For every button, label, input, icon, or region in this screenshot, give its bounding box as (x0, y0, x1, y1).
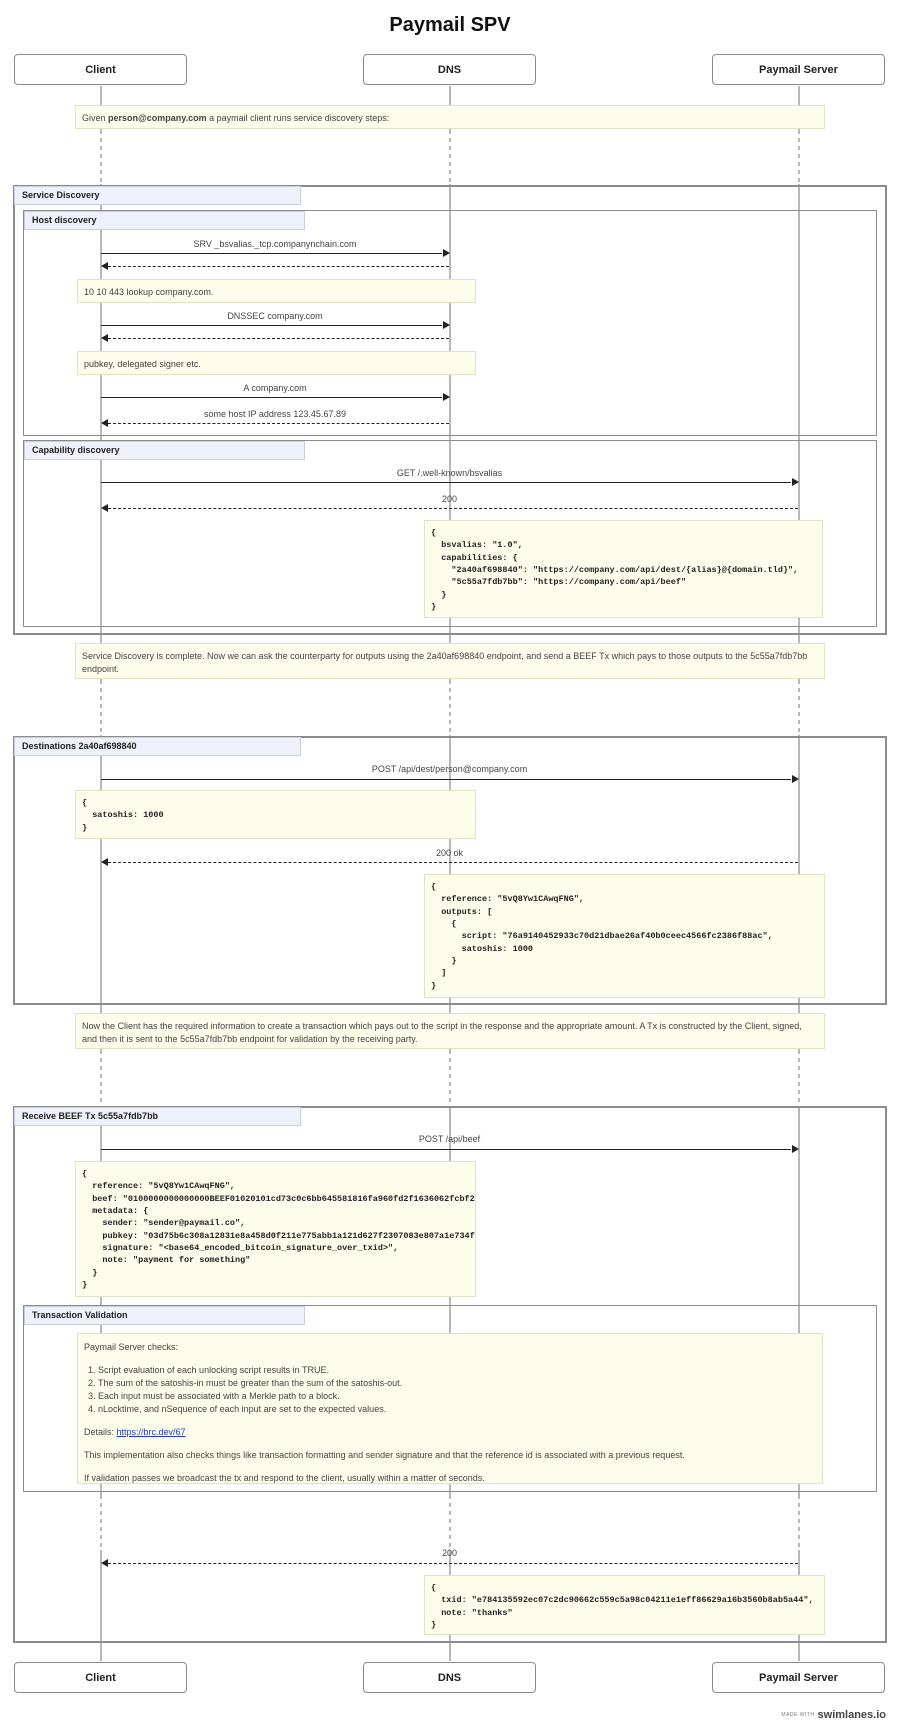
group-host-discovery (23, 210, 877, 436)
arrow-dnssec (101, 325, 442, 326)
group-label-transaction-validation: Transaction Validation (24, 1306, 305, 1325)
group-transaction-validation (23, 1305, 877, 1492)
actor-paymail-server-bottom: Paymail Server (712, 1662, 885, 1693)
arrow-a-record (101, 397, 442, 398)
message-srv-label: SRV _bsvalias._tcp.companynchain.com (193, 239, 357, 249)
message-final-200-label: 200 (441, 1548, 458, 1558)
validation-details-label: Details: (84, 1427, 117, 1438)
group-label-service-discovery: Service Discovery (14, 186, 301, 205)
actor-client-top: Client (14, 54, 187, 85)
lifeline-gap (798, 130, 800, 184)
lifeline-gap (449, 1495, 451, 1550)
diagram-title: Paymail SPV (389, 14, 511, 36)
message-host-ip-label: some host IP address 123.45.67.89 (204, 409, 346, 419)
lifeline-server-solid (798, 86, 800, 1661)
lifeline-gap (100, 1050, 102, 1106)
made-with-label: MADE WITH (781, 1712, 815, 1719)
arrow-srv-return (108, 266, 449, 267)
validation-item: Each input must be associated with a Mer… (98, 1390, 816, 1403)
lifeline-client-solid (100, 86, 102, 1661)
arrow-srv (101, 253, 442, 254)
validation-checklist: Script evaluation of each unlocking scri… (84, 1364, 816, 1416)
arrowhead-srv (443, 249, 450, 257)
group-capability-discovery (23, 440, 877, 627)
arrowhead-host-ip-return (101, 419, 108, 427)
arrowhead-final-200-return (101, 1559, 108, 1567)
lifeline-gap (100, 680, 102, 735)
actor-dns-bottom: DNS (363, 1662, 536, 1693)
lifeline-gap (798, 1050, 800, 1106)
arrowhead-200-return (101, 504, 108, 512)
validation-heading: Paymail Server checks: (84, 1342, 179, 1352)
note-beef-request-json: { reference: "5vQ8Yw1CAwqFNG", beef: "01… (75, 1161, 476, 1297)
arrowhead-srv-return (101, 262, 108, 270)
lifeline-gap (449, 1050, 451, 1106)
note-intro: Given person@company.com a paymail clien… (75, 105, 825, 129)
arrow-200-ok-return (108, 862, 798, 863)
arrowhead-post-dest (792, 775, 799, 783)
validation-item: The sum of the satoshis-in must be great… (98, 1377, 816, 1390)
arrowhead-post-beef (792, 1145, 799, 1153)
note-final-response-json: { txid: "e784135592ec07c2dc90662c559c5a9… (424, 1575, 825, 1635)
validation-item: Script evaluation of each unlocking scri… (98, 1364, 816, 1377)
arrow-dnssec-return (108, 338, 449, 339)
note-client-has-info: Now the Client has the required informat… (75, 1013, 825, 1049)
validation-item: nLocktime, and nSequence of each input a… (98, 1403, 816, 1416)
message-200-ok-label: 200 ok (435, 848, 464, 858)
lifeline-dns-solid (449, 86, 451, 1661)
group-label-capability-discovery: Capability discovery (24, 441, 305, 460)
arrow-final-200-return (108, 1563, 798, 1564)
arrow-post-dest (101, 779, 791, 780)
lifeline-gap (798, 1495, 800, 1550)
arrowhead-a-record (443, 393, 450, 401)
lifeline-gap (100, 130, 102, 184)
arrowhead-200-ok-return (101, 858, 108, 866)
intro-email: person@company.com (108, 113, 207, 123)
message-post-beef-label: POST /api/beef (418, 1134, 481, 1144)
group-label-host-discovery: Host discovery (24, 211, 305, 230)
message-a-record-label: A company.com (243, 383, 307, 393)
arrow-get-wellknown (101, 482, 791, 483)
note-dest-response-json: { reference: "5vQ8Yw1CAwqFNG", outputs: … (424, 874, 825, 998)
message-post-dest-label: POST /api/dest/person@company.com (371, 764, 528, 774)
message-200-label: 200 (441, 494, 458, 504)
lifeline-gap (798, 680, 800, 735)
group-label-destinations: Destinations 2a40af698840 (14, 737, 301, 756)
note-capabilities-json: { bsvalias: "1.0", capabilities: { "2a40… (424, 520, 823, 618)
lifeline-gap (449, 130, 451, 184)
note-discovery-complete: Service Discovery is complete. Now we ca… (75, 643, 825, 679)
validation-broadcast: If validation passes we broadcast the tx… (84, 1473, 485, 1484)
note-dest-request-json: { satoshis: 1000 } (75, 790, 476, 839)
arrow-host-ip-return (108, 423, 449, 424)
intro-suffix: a paymail client runs service discovery … (206, 113, 390, 123)
brc-67-link[interactable]: https://brc.dev/67 (116, 1427, 186, 1438)
arrow-post-beef (101, 1149, 791, 1150)
arrowhead-get-wellknown (792, 478, 799, 486)
actor-client-bottom: Client (14, 1662, 187, 1693)
group-label-receive-beef: Receive BEEF Tx 5c55a7fdb7bb (14, 1107, 301, 1126)
message-get-wellknown-label: GET /.well-known/bsvalias (396, 468, 503, 478)
note-validation: Paymail Server checks: Script evaluation… (77, 1333, 823, 1484)
message-dnssec-label: DNSSEC company.com (227, 311, 323, 321)
group-service-discovery (13, 185, 887, 635)
lifeline-gap (449, 680, 451, 735)
intro-prefix: Given (82, 113, 109, 123)
arrowhead-dnssec (443, 321, 450, 329)
validation-details: Details: https://brc.dev/67 (84, 1426, 816, 1439)
actor-paymail-server-top: Paymail Server (712, 54, 885, 85)
validation-impl: This implementation also checks things l… (84, 1450, 685, 1461)
swimlanes-logo-text: swimlanes.io (817, 1709, 886, 1721)
note-dnssec-result: pubkey, delegated signer etc. (77, 351, 476, 375)
lifeline-gap (100, 1495, 102, 1550)
arrowhead-dnssec-return (101, 334, 108, 342)
arrow-200-return (108, 508, 798, 509)
actor-dns-top: DNS (363, 54, 536, 85)
note-srv-result: 10 10 443 lookup company.com. (77, 279, 476, 303)
group-destinations (13, 736, 887, 1005)
group-receive-beef (13, 1106, 887, 1643)
